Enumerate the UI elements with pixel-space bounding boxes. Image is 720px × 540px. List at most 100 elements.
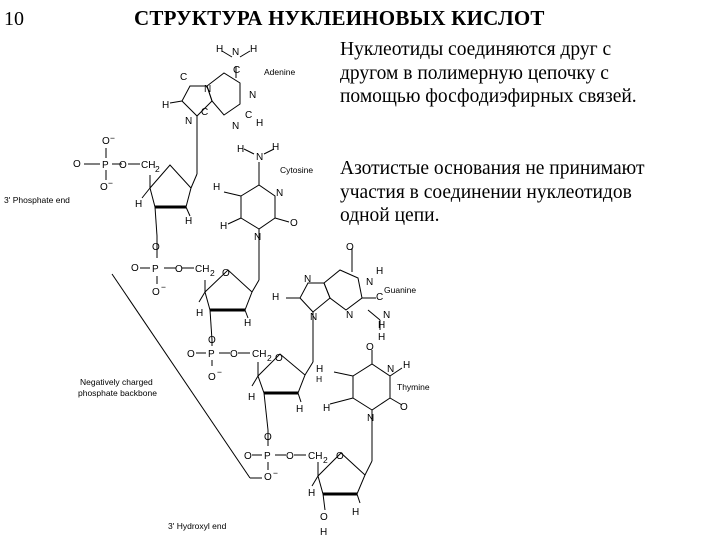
paragraph-bases: Азотистые основания не принимают участия… xyxy=(340,157,644,228)
svg-text:O: O xyxy=(175,264,183,275)
svg-text:H: H xyxy=(352,507,359,518)
svg-text:N: N xyxy=(185,116,192,127)
svg-text:O: O xyxy=(264,432,272,443)
paragraph-line: одной цепи. xyxy=(340,205,440,226)
svg-text:H: H xyxy=(378,320,385,331)
svg-text:−: − xyxy=(217,367,222,377)
sugar-ring-4 xyxy=(311,452,373,511)
svg-text:P: P xyxy=(102,160,109,171)
svg-text:−: − xyxy=(161,282,166,292)
svg-text:N: N xyxy=(256,152,263,163)
svg-text:C: C xyxy=(201,107,208,118)
hydroxyl-end-label: 3' Hydroxyl end xyxy=(168,521,227,531)
svg-text:C: C xyxy=(180,72,187,83)
svg-text:2: 2 xyxy=(267,353,272,363)
phosphate-group-4 xyxy=(252,430,306,470)
svg-text:CH: CH xyxy=(308,451,322,462)
svg-text:H: H xyxy=(316,374,322,384)
svg-text:H: H xyxy=(196,308,203,319)
backbone-bracket xyxy=(111,273,262,479)
svg-text:N: N xyxy=(387,364,394,375)
svg-text:P: P xyxy=(264,451,271,462)
svg-text:H: H xyxy=(135,199,142,210)
backbone-label-line1: Negatively charged xyxy=(80,377,153,387)
cytosine-label: Cytosine xyxy=(280,165,313,175)
svg-text:2: 2 xyxy=(210,268,215,278)
svg-text:H: H xyxy=(316,364,323,375)
svg-text:H: H xyxy=(272,142,279,153)
slide-number: 10 xyxy=(4,8,24,30)
sugar-ring-1 xyxy=(141,164,198,237)
svg-text:H: H xyxy=(320,527,327,538)
paragraph-line: помощью фосфодиэфирных связей. xyxy=(340,86,637,107)
svg-text:O: O xyxy=(346,242,354,253)
paragraph-phosphodiester: Нуклеотиды соединяются друг с другом в п… xyxy=(340,38,637,109)
svg-text:N: N xyxy=(346,310,353,321)
svg-text:−: − xyxy=(110,133,115,143)
svg-text:O: O xyxy=(152,287,160,298)
svg-text:C: C xyxy=(233,65,240,76)
svg-text:O: O xyxy=(152,242,160,253)
phosphate-end-label: 3' Phosphate end xyxy=(4,195,70,205)
svg-text:O: O xyxy=(320,512,328,523)
svg-text:N: N xyxy=(232,47,239,58)
svg-text:O: O xyxy=(187,349,195,360)
svg-text:H: H xyxy=(220,221,227,232)
svg-text:C: C xyxy=(245,110,252,121)
svg-text:N: N xyxy=(276,188,283,199)
svg-text:2: 2 xyxy=(323,455,328,465)
svg-text:O: O xyxy=(222,268,230,279)
svg-text:−: − xyxy=(273,468,278,478)
svg-text:H: H xyxy=(213,182,220,193)
svg-text:O: O xyxy=(286,451,294,462)
svg-text:−: − xyxy=(108,178,113,188)
paragraph-line: Нуклеотиды соединяются друг с xyxy=(340,39,612,60)
svg-text:H: H xyxy=(244,318,251,329)
svg-text:O: O xyxy=(100,182,108,193)
svg-text:H: H xyxy=(216,44,223,55)
svg-text:H: H xyxy=(185,216,192,227)
svg-text:N: N xyxy=(304,274,311,285)
svg-text:O: O xyxy=(290,218,298,229)
svg-text:H: H xyxy=(162,100,169,111)
phosphate-group-2 xyxy=(140,236,194,284)
phosphate-group-3 xyxy=(196,340,250,366)
svg-text:H: H xyxy=(248,392,255,403)
svg-text:O: O xyxy=(230,349,238,360)
guanine-label: Guanine xyxy=(384,285,416,295)
svg-text:O: O xyxy=(275,353,283,364)
svg-text:O: O xyxy=(400,402,408,413)
slide-title: СТРУКТУРА НУКЛЕИНОВЫХ КИСЛОТ xyxy=(134,6,545,30)
svg-text:2: 2 xyxy=(155,164,160,174)
svg-text:H: H xyxy=(237,144,244,155)
svg-text:O: O xyxy=(119,160,127,171)
svg-text:O: O xyxy=(102,136,110,147)
svg-text:H: H xyxy=(272,292,279,303)
svg-text:H: H xyxy=(376,266,383,277)
cytosine-base xyxy=(223,148,290,280)
paragraph-line: другом в полимерную цепочку с xyxy=(340,62,609,84)
svg-text:N: N xyxy=(232,121,239,132)
svg-text:CH: CH xyxy=(195,264,209,275)
adenine-label: Adenine xyxy=(264,67,295,77)
sugar-ring-3 xyxy=(251,353,314,431)
svg-text:H: H xyxy=(323,403,330,414)
svg-text:H: H xyxy=(296,404,303,415)
sugar-ring-2 xyxy=(198,269,260,341)
svg-text:H: H xyxy=(250,44,257,55)
svg-text:O: O xyxy=(208,372,216,383)
svg-text:O: O xyxy=(208,335,216,346)
paragraph-line: Азотистые основания не принимают xyxy=(340,158,645,179)
svg-text:N: N xyxy=(383,310,390,321)
svg-text:N: N xyxy=(204,84,211,95)
guanine-base xyxy=(286,248,381,362)
adenine-base xyxy=(169,50,251,174)
svg-text:O: O xyxy=(131,263,139,274)
svg-text:P: P xyxy=(208,349,215,360)
backbone-label-line2: phosphate backbone xyxy=(78,388,157,398)
thymine-label: Thymine xyxy=(397,382,430,392)
svg-text:O: O xyxy=(73,159,81,170)
svg-text:O: O xyxy=(336,451,344,462)
